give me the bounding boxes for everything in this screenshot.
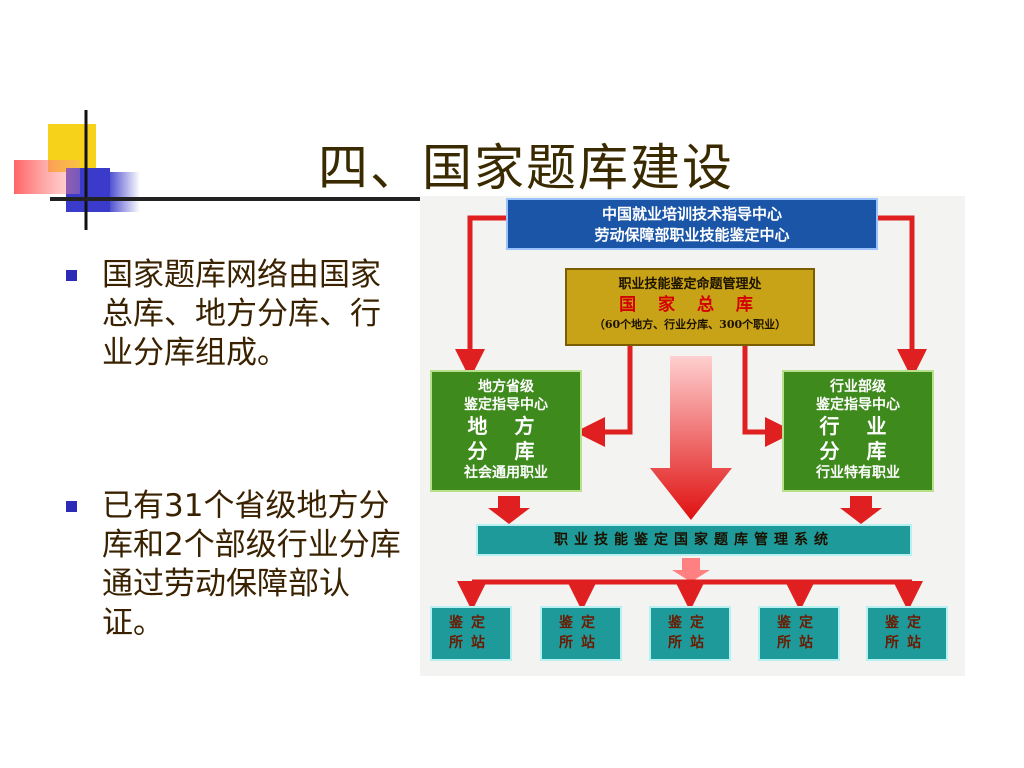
organization-diagram: 中国就业培训技术指导中心 劳动保障部职业技能鉴定中心 职业技能鉴定命题管理处 国… bbox=[420, 196, 965, 676]
arrow-system-down bbox=[672, 558, 710, 582]
industry-branch-box: 行业部级 鉴定指导中心 行 业 分 库 行业特有职业 bbox=[782, 370, 934, 492]
station-line2: 所站 bbox=[668, 635, 712, 651]
arrow-right-to-system bbox=[840, 496, 882, 524]
station-line2: 所站 bbox=[559, 635, 603, 651]
bullet-text: 国家题库网络由国家总库、地方分库、行业分库组成。 bbox=[102, 257, 381, 371]
left-box-line3: 地 方 bbox=[467, 414, 545, 438]
right-box-line5: 行业特有职业 bbox=[816, 465, 900, 481]
arrow-center-to-system bbox=[650, 356, 732, 520]
station-line1: 鉴定 bbox=[449, 615, 493, 631]
right-box-line2: 鉴定指导中心 bbox=[816, 397, 900, 413]
station-box: 鉴定 所站 bbox=[866, 606, 948, 661]
station-box: 鉴定 所站 bbox=[540, 606, 622, 661]
arrow-top-to-left bbox=[455, 215, 506, 379]
right-box-line3: 行 业 bbox=[819, 414, 897, 438]
station-line2: 所站 bbox=[449, 635, 493, 651]
left-box-line5: 社会通用职业 bbox=[464, 465, 548, 481]
right-box-line4: 分 库 bbox=[819, 439, 897, 463]
arrow-left-to-system bbox=[488, 496, 530, 524]
station-line1: 鉴定 bbox=[668, 615, 712, 631]
left-box-line1: 地方省级 bbox=[478, 379, 534, 395]
top-box-line2: 劳动保障部职业技能鉴定中心 bbox=[594, 226, 790, 244]
top-authority-box: 中国就业培训技术指导中心 劳动保障部职业技能鉴定中心 bbox=[506, 198, 878, 250]
connector-arrows bbox=[455, 215, 927, 611]
red-gradient-bar bbox=[14, 160, 80, 194]
station-box: 鉴定 所站 bbox=[649, 606, 731, 661]
title-underline bbox=[50, 197, 420, 201]
slide-title: 四、国家题库建设 bbox=[318, 139, 734, 197]
station-box: 鉴定 所站 bbox=[758, 606, 840, 661]
question-bank-system-box: 职业技能鉴定国家题库管理系统 bbox=[476, 524, 912, 556]
center-box-line2: 国 家 总 库 bbox=[619, 295, 761, 315]
station-line1: 鉴定 bbox=[885, 615, 929, 631]
station-line2: 所站 bbox=[777, 635, 821, 651]
center-box-line1: 职业技能鉴定命题管理处 bbox=[618, 277, 762, 292]
arrow-center-to-left bbox=[575, 346, 633, 447]
arrow-top-to-right bbox=[878, 215, 927, 379]
station-line1: 鉴定 bbox=[777, 615, 821, 631]
center-box-line3: （60个地方、行业分库、300个职业） bbox=[593, 318, 787, 331]
right-box-line1: 行业部级 bbox=[830, 379, 886, 395]
station-line1: 鉴定 bbox=[559, 615, 603, 631]
arrow-center-to-right bbox=[742, 346, 795, 447]
national-master-bank-box: 职业技能鉴定命题管理处 国 家 总 库 （60个地方、行业分库、300个职业） bbox=[565, 268, 815, 346]
blue-gradient-fade bbox=[106, 172, 140, 212]
local-branch-box: 地方省级 鉴定指导中心 地 方 分 库 社会通用职业 bbox=[430, 370, 582, 492]
bullet-text: 已有31个省级地方分库和2个部级行业分库通过劳动保障部认证。 bbox=[102, 488, 401, 641]
station-line2: 所站 bbox=[885, 635, 929, 651]
bullet-marker bbox=[66, 270, 77, 281]
left-box-line2: 鉴定指导中心 bbox=[464, 397, 548, 413]
station-box: 鉴定 所站 bbox=[430, 606, 512, 661]
bullet-marker bbox=[66, 501, 77, 512]
top-box-line1: 中国就业培训技术指导中心 bbox=[601, 205, 782, 223]
decorative-corner-graphic bbox=[14, 110, 140, 230]
left-box-line4: 分 库 bbox=[467, 439, 545, 463]
